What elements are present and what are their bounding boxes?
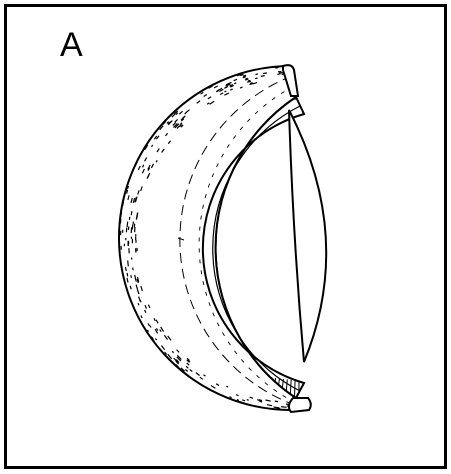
stipple-mark [249,409,254,411]
stipple-mark [274,407,279,408]
stipple-mark [127,222,128,228]
stipple-mark [255,78,258,79]
stipple-mark [131,275,132,278]
stipple-mark [282,421,287,422]
stipple-mark [251,408,254,409]
stipple-mark [127,273,128,277]
stipple-mark [131,211,132,215]
lens-membrane [289,110,326,362]
stipple-mark [247,400,249,401]
stipple-mark [126,267,127,271]
stipple-mark [256,74,258,75]
stipple-mark [281,407,287,408]
stipple-mark [217,399,222,401]
stipple-mark [230,402,232,403]
stipple-mark [247,66,250,67]
stipple-mark [121,212,122,217]
stipple-mark [248,80,250,81]
stipple-mark [189,383,192,386]
stipple-mark [199,387,202,389]
stipple-mark [246,78,248,79]
stipple-mark [144,335,147,340]
stipple-mark [210,396,212,397]
stipple-mark [174,370,178,373]
stipple-mark [263,73,267,74]
stipple-mark [140,300,141,302]
stipple-mark [225,91,227,92]
stipple-mark [188,384,190,386]
stipple-mark [213,400,216,402]
stipple-mark [174,371,177,374]
stipple-mark [262,412,268,413]
stipple-mark [205,84,209,86]
stipple-mark [246,66,250,67]
stipple-mark [147,338,149,340]
stipple-mark [128,261,129,267]
stipple-mark [155,351,156,353]
stipple-mark [270,417,274,418]
stipple-mark [237,411,240,412]
striation [294,380,295,400]
stipple-mark [260,62,266,63]
stipple-mark [132,225,133,230]
stipple-mark [281,418,287,419]
stipple-mark [174,368,178,371]
end-cap-bottom [289,398,311,412]
stipple-mark [232,70,237,72]
stipple-mark [136,279,137,282]
stipple-mark [138,303,139,305]
stipple-mark [261,76,265,77]
stipple-mark [264,416,269,417]
stipple-mark [255,417,257,418]
stipple-mark [275,401,278,402]
stipple-mark [237,400,239,401]
stipple-mark [224,74,228,76]
stipple-mark [243,76,245,77]
stipple-mark [236,70,239,71]
stipple-mark [137,321,138,323]
stipple-mark [250,83,253,84]
